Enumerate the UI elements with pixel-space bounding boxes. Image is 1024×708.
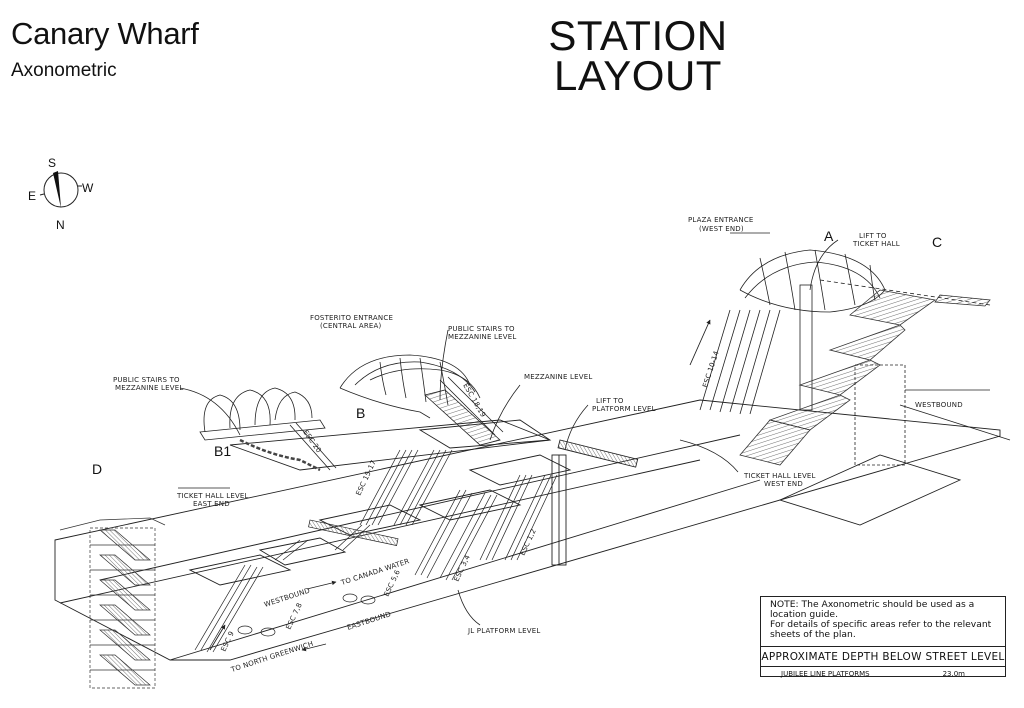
- entrance-b1-canopy: [199, 387, 337, 472]
- note-line-3: For details of specific areas refer to t…: [770, 619, 992, 630]
- escalator-7-8: [237, 539, 309, 637]
- fosterito-entrance-sub: (CENTRAL AREA): [320, 322, 382, 330]
- note-line-4: sheets of the plan.: [770, 629, 856, 640]
- westbound-label: WESTBOUND: [263, 587, 311, 609]
- public-stairs-b-sub: MEZZANINE LEVEL: [448, 333, 516, 341]
- entrance-b1-label: B1: [214, 443, 231, 459]
- escalator-15-17: [359, 449, 453, 526]
- ticket-hall-west-sub: WEST END: [764, 480, 803, 488]
- station-name: Canary Wharf: [11, 16, 199, 51]
- arrow-to-canada-water: [306, 580, 337, 590]
- compass-east: E: [28, 189, 36, 203]
- escalator-3-4: [414, 489, 498, 581]
- public-stairs-b1-sub: MEZZANINE LEVEL: [115, 384, 183, 392]
- entrance-a-label: A: [824, 228, 834, 244]
- esc-3-4-label: ESC 3,4: [453, 553, 472, 583]
- direction-arrows: [209, 319, 711, 652]
- entrance-d-stair-tower: [59, 517, 166, 689]
- drawing-type: Axonometric: [11, 60, 117, 81]
- westbound-right-label: WESTBOUND: [915, 401, 963, 409]
- compass-south: S: [48, 156, 56, 170]
- entrance-c-label: C: [932, 234, 942, 250]
- escalator-5-6: [334, 524, 376, 605]
- lift-ticket-hall-label: LIFT TO: [859, 232, 887, 240]
- plaza-entrance-label: PLAZA ENTRANCE: [688, 216, 754, 224]
- depth-row: JUBILEE LINE PLATFORMS 23.0m: [761, 667, 1005, 678]
- plaza-entrance-sub: (WEST END): [699, 225, 744, 233]
- entrance-b-canopy: [339, 354, 504, 446]
- note-line-2: location guide.: [770, 609, 838, 620]
- entrance-a-canopy: [699, 249, 1011, 466]
- esc-9-label: ESC 9: [220, 630, 236, 653]
- ticket-hall-east-sub: EAST END: [193, 500, 230, 508]
- lift-ticket-hall-sub: TICKET HALL: [852, 240, 900, 248]
- mezzanine-level-label: MEZZANINE LEVEL: [524, 373, 592, 381]
- entrance-b-label: B: [356, 405, 365, 421]
- eastbound-label: EASTBOUND: [346, 610, 392, 632]
- note-text: NOTE: The Axonometric should be used as …: [761, 597, 1005, 647]
- arrow-to-north-greenwich: [301, 643, 327, 652]
- compass-icon: S E W N: [28, 156, 94, 232]
- page-title: STATION LAYOUT: [520, 12, 756, 99]
- leader-lines: [178, 232, 839, 626]
- fosterito-entrance-label: FOSTERITO ENTRANCE: [310, 314, 393, 322]
- public-stairs-b1-label: PUBLIC STAIRS TO: [113, 376, 180, 384]
- compass-west: W: [82, 181, 94, 195]
- depth-row-name: JUBILEE LINE PLATFORMS: [781, 670, 870, 678]
- note-box: NOTE: The Axonometric should be used as …: [760, 596, 1006, 678]
- escalator-banks: [194, 449, 558, 653]
- esc-7-8-label: ESC 7,8: [285, 602, 304, 631]
- depth-row-value: 23.0m: [942, 670, 965, 678]
- ticket-hall-east-label: TICKET HALL LEVEL: [176, 492, 249, 500]
- page-title-line1: STATION: [548, 12, 728, 59]
- note-line-1: NOTE: The Axonometric should be used as …: [770, 599, 975, 610]
- esc-15-17-label: ESC 15-17: [355, 459, 378, 497]
- escalator-1-2: [479, 474, 558, 561]
- lift-platform-label: LIFT TO: [596, 397, 624, 405]
- escalator-9: [194, 564, 264, 653]
- public-stairs-b-label: PUBLIC STAIRS TO: [448, 325, 515, 333]
- ticket-hall-west-label: TICKET HALL LEVEL: [743, 472, 816, 480]
- lift-shaft-platform: [551, 439, 639, 566]
- esc-1-2-label: ESC 1,2: [519, 528, 538, 557]
- lift-platform-sub: PLATFORM LEVEL: [592, 405, 656, 413]
- page-title-line2: LAYOUT: [554, 52, 722, 99]
- depth-heading: APPROXIMATE DEPTH BELOW STREET LEVEL: [761, 647, 1005, 667]
- compass-north: N: [56, 218, 65, 232]
- entrance-d-label: D: [92, 461, 102, 477]
- jl-platform-level-label: JL PLATFORM LEVEL: [467, 627, 541, 635]
